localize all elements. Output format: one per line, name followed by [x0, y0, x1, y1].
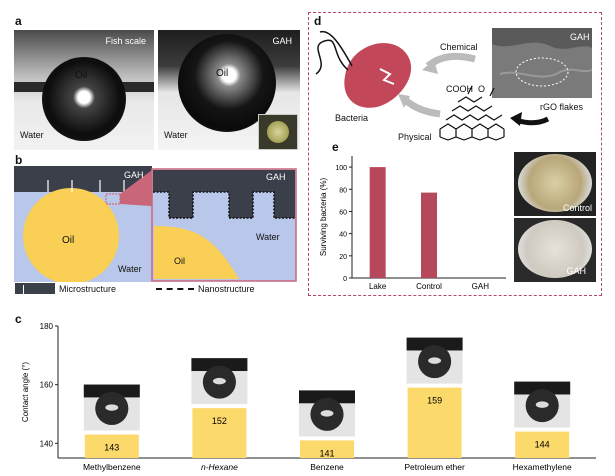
gah-label-zoom: GAH: [266, 172, 286, 182]
y-tick-label: 160: [40, 381, 54, 390]
panel-b-label: b: [15, 153, 23, 167]
physical-label: Physical: [398, 132, 432, 142]
gah-label-d: GAH: [570, 32, 590, 42]
gah-petri-dish-photo: GAH: [514, 218, 596, 282]
droplet-photo-substrate: [191, 358, 248, 372]
control-dish-label: Control: [562, 203, 592, 213]
droplet-highlight: [535, 401, 549, 408]
x-tick-label: GAH: [472, 282, 490, 291]
water-label-b: Water: [118, 264, 142, 274]
droplet-photo-substrate: [299, 390, 355, 404]
water-label-zoom: Water: [256, 232, 280, 242]
droplet-highlight: [212, 377, 226, 385]
oil-label-b: Oil: [62, 235, 75, 246]
droplet-photo-substrate: [83, 384, 140, 398]
y-axis-title: Surviving bacteria (%): [319, 178, 328, 257]
droplet-highlight: [320, 410, 334, 417]
bar-value-label: 143: [104, 443, 119, 453]
panel-e-label: e: [332, 140, 339, 154]
bacteria-label: Bacteria: [335, 113, 369, 123]
bar-value-label: 152: [212, 416, 227, 426]
bar-value-label: 159: [427, 396, 442, 406]
y-tick-label: 40: [339, 232, 347, 239]
o-label: O: [478, 84, 486, 94]
microstructure-legend-label: Microstructure: [59, 284, 117, 294]
rgo-flakes-label: rGO flakes: [540, 102, 584, 112]
gah-label-a: GAH: [272, 36, 292, 46]
bar-n-hexane: [192, 408, 247, 458]
microstructure-legend-swatch: [15, 283, 55, 294]
chemical-label: Chemical: [440, 42, 478, 52]
y-tick-label: 60: [339, 209, 347, 216]
panel-a-label: a: [15, 14, 22, 28]
fish-scale-droplet-photo: Fish scale Oil Water: [14, 30, 154, 150]
bar-benzene: [300, 440, 354, 458]
panel-c-label: c: [15, 312, 22, 326]
gah-droplet-photo: GAH Oil Water: [158, 30, 300, 150]
bar-value-label: 141: [319, 448, 334, 458]
water-label-left: Water: [20, 130, 44, 140]
y-tick-label: 100: [335, 165, 347, 172]
control-petri-dish-photo: Control: [514, 152, 596, 216]
oil-label-left: Oil: [75, 70, 88, 81]
panel-d-illustration: [315, 28, 593, 141]
y-tick-label: 80: [339, 187, 347, 194]
panel-d-label: d: [314, 14, 322, 28]
panel-b-schematic: [14, 166, 297, 282]
y-tick-label: 180: [40, 322, 54, 331]
y-tick-label: 0: [343, 276, 347, 283]
panel-de-frame: [308, 12, 602, 296]
inset-photo: [258, 114, 298, 150]
gah-label-b: GAH: [124, 170, 144, 180]
y-axis-title: Contact angle (°): [21, 362, 30, 422]
x-tick-label: Methylbenzene: [83, 462, 141, 472]
y-tick-label: 140: [40, 439, 54, 448]
droplet-photo-substrate: [406, 337, 463, 351]
x-tick-label: Control: [416, 282, 442, 291]
y-tick-label: 20: [339, 254, 347, 261]
bar-control: [421, 192, 437, 278]
droplet-photo-substrate: [514, 381, 571, 395]
bar-lake: [369, 167, 386, 278]
x-tick-label: Lake: [369, 282, 387, 291]
droplet-highlight: [428, 357, 442, 364]
x-tick-label: n-Hexane: [201, 462, 238, 472]
nanostructure-legend-label: Nanostructure: [198, 284, 255, 294]
x-tick-label: Hexamethylene: [513, 462, 572, 472]
fish-scale-label: Fish scale: [105, 36, 146, 46]
bar-hexamethylene: [515, 431, 570, 458]
oil-label-right: Oil: [216, 68, 229, 79]
water-label-right: Water: [164, 130, 188, 140]
oil-label-zoom: Oil: [174, 256, 185, 266]
nanostructure-legend-swatch: [156, 288, 194, 290]
gah-dish-label: GAH: [566, 266, 586, 276]
cooh-label: COOH: [446, 84, 473, 94]
x-tick-label: Petroleum ether: [404, 462, 465, 472]
droplet-highlight: [105, 404, 119, 411]
x-tick-label: Benzene: [310, 462, 344, 472]
bar-methylbenzene: [84, 434, 139, 458]
bar-value-label: 144: [535, 440, 550, 450]
bar-petroleum-ether: [407, 387, 462, 458]
